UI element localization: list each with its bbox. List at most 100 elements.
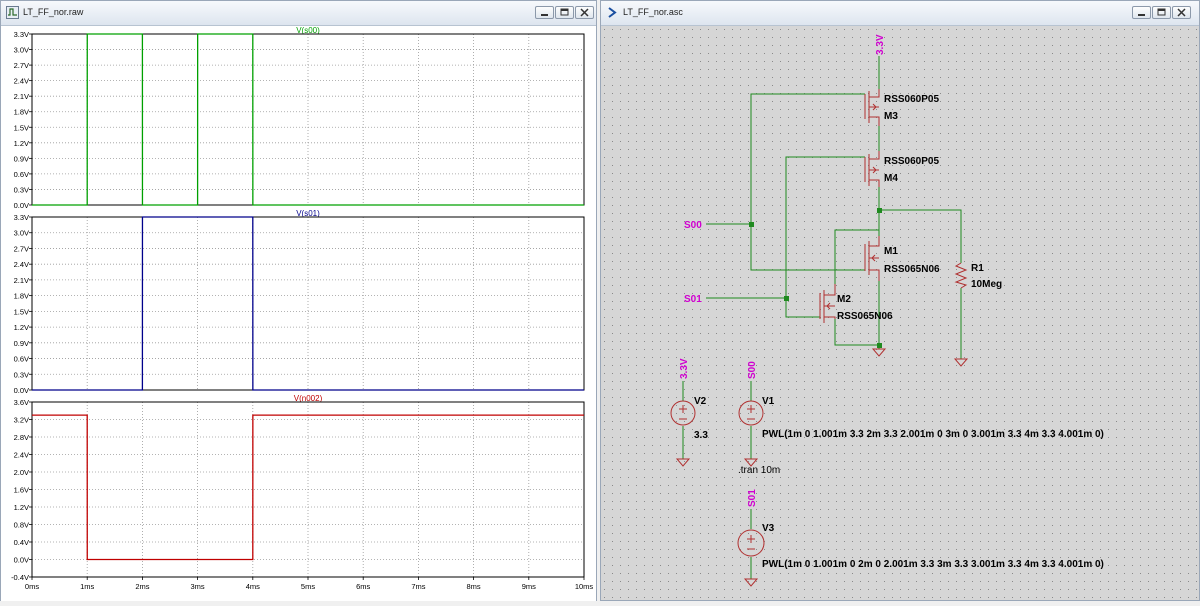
v1-name-label: V1 bbox=[762, 396, 775, 407]
m1-symbol[interactable] bbox=[864, 236, 880, 281]
restore-icon bbox=[560, 8, 569, 16]
minimize-icon bbox=[541, 14, 548, 16]
x-tick-label: 4ms bbox=[246, 582, 260, 591]
y-tick-label: 2.4V bbox=[14, 451, 29, 460]
y-tick-label: 0.3V bbox=[14, 370, 29, 379]
m2-model-label: RSS065N06 bbox=[837, 311, 893, 322]
x-tick-label: 2ms bbox=[135, 582, 149, 591]
s01-net-label: S01 bbox=[684, 294, 702, 305]
x-tick-label: 3ms bbox=[191, 582, 205, 591]
m3-symbol[interactable] bbox=[864, 89, 880, 126]
waveform-window[interactable]: LT_FF_nor.raw V(s00) 3.3V 3.0V 2.7V 2.4V 2.1V… bbox=[0, 0, 597, 601]
v1-net-label: S00 bbox=[747, 361, 758, 379]
series-line-V(n002) bbox=[32, 414, 584, 561]
y-tick-label: 0.9V bbox=[14, 339, 29, 348]
y-tick-label: 2.0V bbox=[14, 468, 29, 477]
plot-title: V(s00) bbox=[296, 26, 320, 35]
schematic-canvas[interactable]: RSS060P05 M3 RSS060P05 M4 M1 RSS065N06 M… bbox=[601, 26, 1199, 600]
y-tick-label: 3.0V bbox=[14, 46, 29, 55]
m1-model-label: RSS065N06 bbox=[884, 264, 940, 275]
plot-title: V(n002) bbox=[294, 394, 323, 403]
vdd-net-label: 3.3V bbox=[875, 34, 886, 55]
x-tick-label: 6ms bbox=[356, 582, 370, 591]
schematic-app-icon bbox=[608, 7, 617, 18]
close-button[interactable] bbox=[1172, 6, 1191, 19]
m3-name-label: M3 bbox=[884, 111, 898, 122]
x-tick-label: 0ms bbox=[25, 582, 39, 591]
y-tick-label: 2.1V bbox=[14, 92, 29, 101]
plot-title: V(s01) bbox=[296, 209, 320, 218]
y-tick-label: 0.6V bbox=[14, 170, 29, 179]
waveform-area[interactable]: V(s00) 3.3V 3.0V 2.7V 2.4V 2.1V 1.8V 1.5V 1.2V 0.… bbox=[1, 26, 596, 601]
y-tick-label: 1.8V bbox=[14, 292, 29, 301]
waveform-plots[interactable]: V(s00) 3.3V 3.0V 2.7V 2.4V 2.1V 1.8V 1.5V 1.2V 0.… bbox=[1, 26, 596, 601]
r1-symbol[interactable] bbox=[954, 262, 968, 289]
x-tick-label: 5ms bbox=[301, 582, 315, 591]
restore-button[interactable] bbox=[555, 6, 574, 19]
m3-model-label: RSS060P05 bbox=[884, 94, 939, 105]
y-tick-label: 1.8V bbox=[14, 108, 29, 117]
y-tick-label: 3.3V bbox=[14, 30, 29, 39]
v2-source[interactable] bbox=[670, 400, 696, 426]
schematic-titlebar[interactable]: LT_FF_nor.asc bbox=[601, 1, 1199, 26]
r1-value-label: 10Meg bbox=[971, 279, 1002, 290]
minimize-button[interactable] bbox=[1132, 6, 1151, 19]
y-tick-label: 0.9V bbox=[14, 154, 29, 163]
close-button[interactable] bbox=[575, 6, 594, 19]
close-icon bbox=[1177, 8, 1186, 17]
m4-symbol[interactable] bbox=[864, 151, 880, 187]
x-tick-label: 9ms bbox=[522, 582, 536, 591]
y-tick-label: 3.2V bbox=[14, 416, 29, 425]
y-tick-label: 1.5V bbox=[14, 307, 29, 316]
plot-pane-2[interactable]: V(s01)3.3V3.0V2.7V2.4V2.1V1.8V1.5V1.2V0.… bbox=[14, 209, 585, 395]
m2-name-label: M2 bbox=[837, 294, 851, 305]
x-tick-label: 1ms bbox=[80, 582, 94, 591]
series-line-V(s01) bbox=[32, 216, 584, 391]
m2-symbol[interactable] bbox=[819, 284, 836, 323]
y-tick-label: 1.2V bbox=[14, 503, 29, 512]
y-tick-label: 1.2V bbox=[14, 323, 29, 332]
y-tick-label: 0.4V bbox=[14, 538, 29, 547]
y-tick-label: 2.4V bbox=[14, 260, 29, 269]
restore-button[interactable] bbox=[1152, 6, 1171, 19]
m1-name-label: M1 bbox=[884, 246, 898, 257]
v3-net-label: S01 bbox=[747, 489, 758, 507]
x-tick-label: 7ms bbox=[411, 582, 425, 591]
y-tick-label: 3.0V bbox=[14, 229, 29, 238]
waveform-window-title: LT_FF_nor.raw bbox=[23, 7, 84, 17]
junctions bbox=[749, 208, 882, 348]
y-tick-label: 1.5V bbox=[14, 123, 29, 132]
y-tick-label: 0.8V bbox=[14, 521, 29, 530]
wires bbox=[682, 56, 962, 579]
schematic-window-title: LT_FF_nor.asc bbox=[623, 7, 683, 17]
x-tick-label: 8ms bbox=[467, 582, 481, 591]
y-tick-label: 1.6V bbox=[14, 486, 29, 495]
v3-value-label: PWL(1m 0 1.001m 0 2m 0 2.001m 3.3 3m 3.3… bbox=[762, 559, 1104, 570]
plot-pane-1[interactable]: V(s00)3.3V3.0V2.7V2.4V2.1V1.8V1.5V1.2V0.… bbox=[14, 26, 585, 210]
x-tick-label: 10ms bbox=[575, 582, 594, 591]
y-tick-label: 0.0V bbox=[14, 201, 29, 210]
schematic-window[interactable]: LT_FF_nor.asc bbox=[600, 0, 1200, 601]
y-tick-label: 2.1V bbox=[14, 276, 29, 285]
y-tick-label: 0.6V bbox=[14, 355, 29, 364]
r1-name-label: R1 bbox=[971, 263, 984, 274]
schematic-canvas-area[interactable]: RSS060P05 M3 RSS060P05 M4 M1 RSS065N06 M… bbox=[601, 26, 1199, 600]
series-line-V(s00) bbox=[32, 33, 584, 206]
v3-source[interactable] bbox=[737, 529, 765, 557]
m4-model-label: RSS060P05 bbox=[884, 156, 939, 167]
y-tick-label: 2.7V bbox=[14, 61, 29, 70]
y-tick-label: 2.8V bbox=[14, 433, 29, 442]
y-tick-label: 3.6V bbox=[14, 398, 29, 407]
schematic-grid bbox=[601, 26, 1199, 600]
minimize-button[interactable] bbox=[535, 6, 554, 19]
waveform-titlebar[interactable]: LT_FF_nor.raw bbox=[1, 1, 596, 26]
y-tick-label: 2.7V bbox=[14, 244, 29, 253]
v1-source[interactable] bbox=[738, 400, 764, 426]
y-tick-label: 0.0V bbox=[14, 386, 29, 395]
v2-name-label: V2 bbox=[694, 396, 707, 407]
close-icon bbox=[580, 8, 589, 17]
v2-value-label: 3.3 bbox=[694, 430, 708, 441]
y-tick-label: 0.3V bbox=[14, 185, 29, 194]
plot-pane-3[interactable]: V(n002) 3.6V 3.2V 2.8V 2.4V 2.0V 1.6V 1.2V 0.8V 0… bbox=[11, 394, 585, 582]
y-tick-label: 1.2V bbox=[14, 139, 29, 148]
